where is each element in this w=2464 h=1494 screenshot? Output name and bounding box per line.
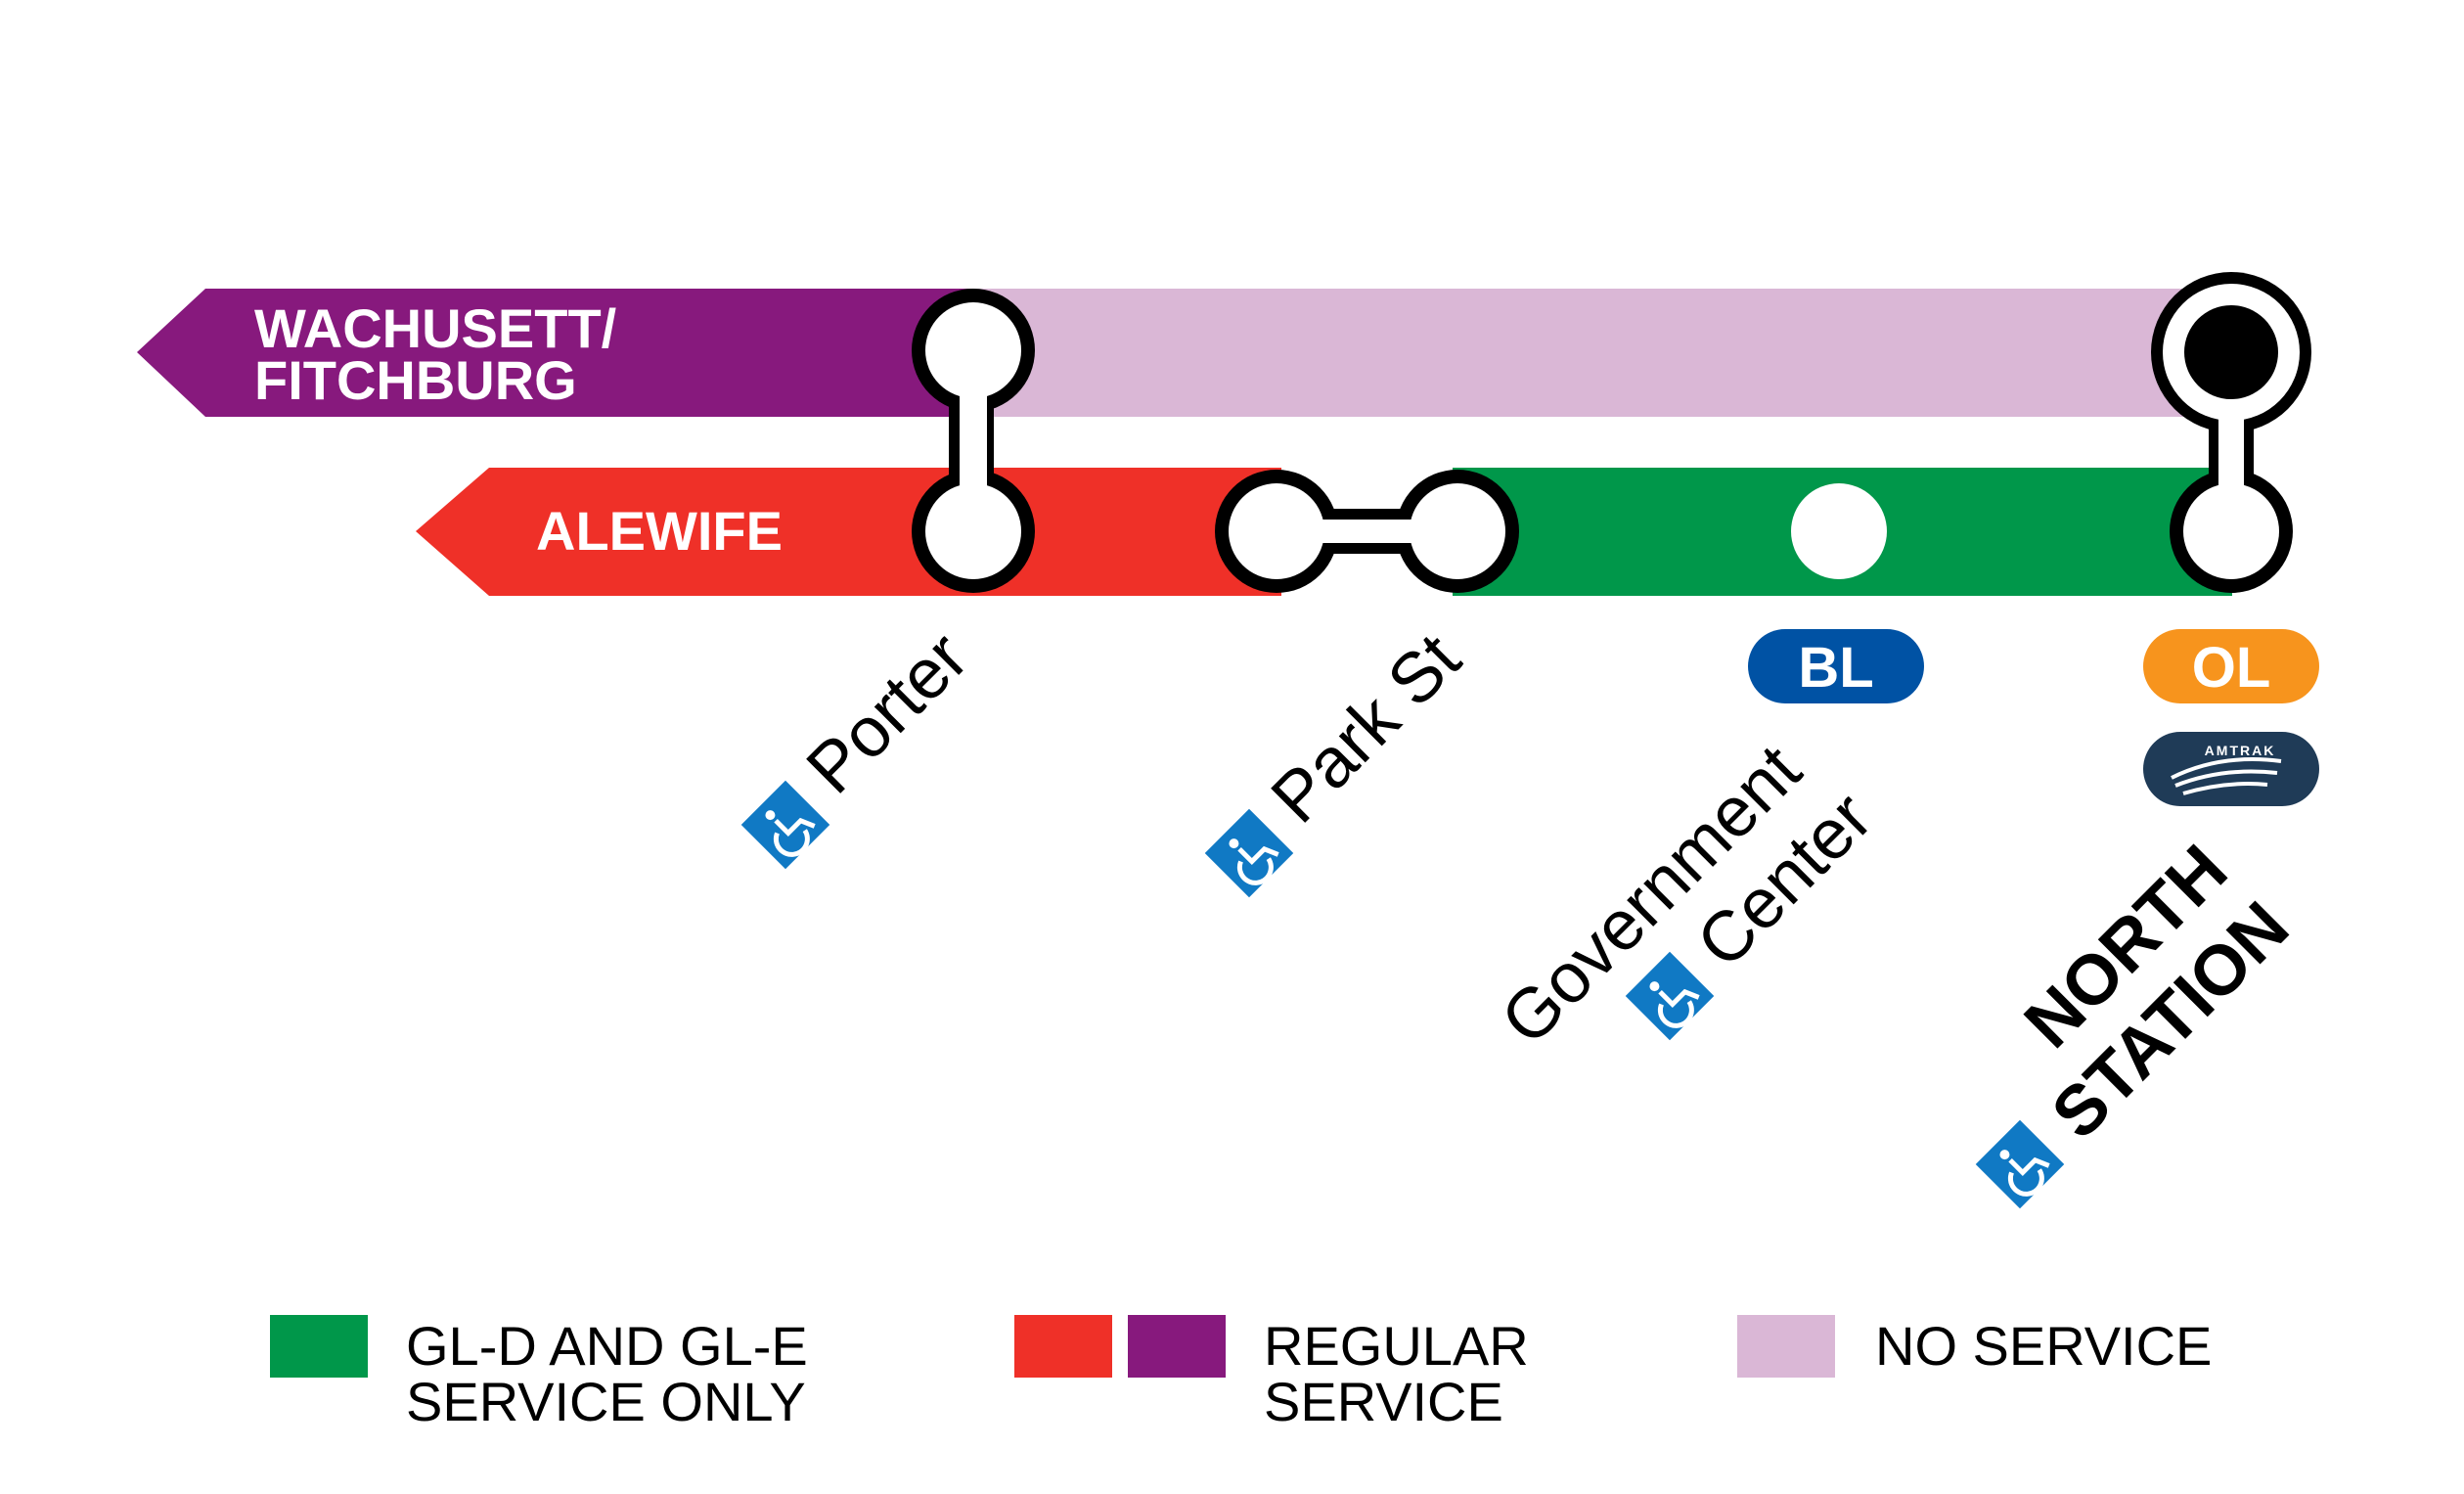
orange-line-badge-label: OL (2192, 636, 2271, 700)
porter-label-group: Porter (792, 617, 983, 808)
porter-label: Porter (792, 617, 983, 808)
legend-regular-line1: REGULAR (1264, 1315, 1529, 1377)
park-st-station-marker[interactable] (1215, 470, 1519, 593)
legend-regular-line2: SERVICE (1264, 1371, 1503, 1432)
blue-line-badge: BL (1748, 629, 1924, 703)
blue-line-badge-label: BL (1798, 636, 1873, 700)
north-station-marker[interactable] (2151, 272, 2311, 593)
legend: GL-D AND GL-E SERVICE ONLY REGULAR SERVI… (270, 1315, 2212, 1432)
park-st-label: Park St (1257, 619, 1476, 838)
north-station-wheelchair-icon (1975, 1119, 2065, 1209)
amtrak-badge-label: AMTRAK (2205, 743, 2276, 758)
legend-green-line1: GL-D AND GL-E (406, 1315, 808, 1377)
park-st-label-group: Park St (1257, 619, 1476, 838)
legend-swatch-red (1014, 1315, 1112, 1378)
alewife-arrow-band (416, 468, 1281, 596)
fitchburg-label-line1: WACHUSETT/ (254, 297, 617, 359)
porter-station-marker[interactable] (912, 289, 1035, 593)
legend-green-line2: SERVICE ONLY (406, 1371, 806, 1432)
orange-line-badge: OL (2143, 629, 2319, 703)
government-center-wheelchair-icon (1625, 951, 1715, 1041)
amtrak-badge: AMTRAK (2143, 732, 2319, 806)
legend-none-line1: NO SERVICE (1875, 1315, 2212, 1377)
legend-swatch-green (270, 1315, 368, 1378)
legend-swatch-light-purple (1737, 1315, 1835, 1378)
legend-swatch-purple (1128, 1315, 1226, 1378)
alewife-label: ALEWIFE (536, 500, 783, 562)
fitchburg-no-service-band (968, 289, 2232, 417)
park-st-wheelchair-icon (1204, 808, 1294, 898)
government-center-station-marker[interactable] (1791, 483, 1887, 579)
amtrak-logo-icon (2171, 757, 2282, 795)
fitchburg-label-line2: FITCHBURG (254, 349, 577, 411)
porter-wheelchair-icon (740, 780, 830, 870)
route-bands (137, 289, 2232, 596)
fitchburg-arrow-band (137, 289, 973, 417)
route-labels: WACHUSETT/ FITCHBURG ALEWIFE (254, 297, 783, 562)
